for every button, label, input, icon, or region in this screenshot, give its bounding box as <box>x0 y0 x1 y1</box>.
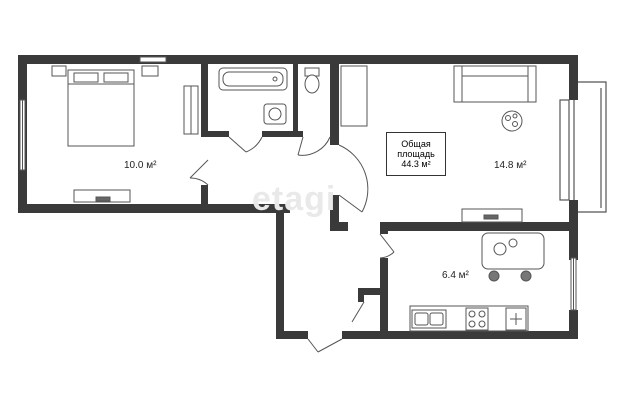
bathtub-icon <box>218 67 288 91</box>
sofa-icon <box>340 65 537 127</box>
bed-icon <box>51 65 159 147</box>
kitchen-counter <box>409 305 529 332</box>
kitchen-area-label: 6.4 м² <box>442 270 469 281</box>
living-room-area-label: 14.8 м² <box>494 160 527 171</box>
fridge-icon <box>505 307 527 331</box>
window-icon <box>19 56 577 311</box>
toilet-icon <box>304 67 320 94</box>
tv-stand-icon <box>73 189 523 223</box>
balcony <box>559 81 607 213</box>
door-icon <box>189 136 395 353</box>
bedroom-area-label: 10.0 м² <box>124 160 157 171</box>
total-area-box: Общая площадь 44.3 м² <box>386 132 446 176</box>
total-area-title: Общая площадь <box>397 139 435 159</box>
total-area-value: 44.3 м² <box>401 159 431 169</box>
wardrobe-icon <box>183 85 199 135</box>
dining-table-icon <box>481 232 545 282</box>
watermark: etagi <box>252 180 337 218</box>
plant-icon <box>501 110 523 132</box>
stove-icon <box>465 307 489 331</box>
sink-icon <box>263 103 287 125</box>
